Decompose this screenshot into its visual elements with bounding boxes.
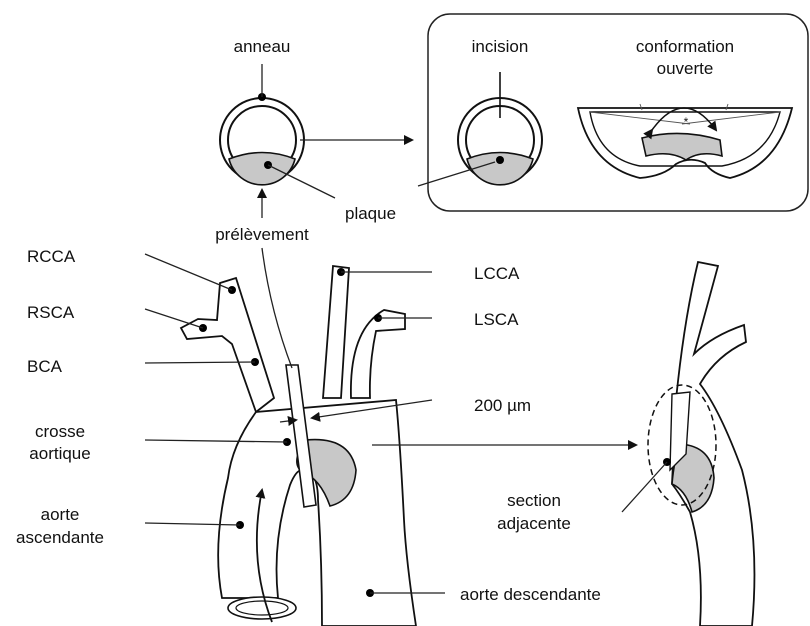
opened-ring: * (578, 104, 792, 178)
label-anneau: anneau (234, 37, 291, 56)
label-thickness: 200 µm (474, 396, 531, 415)
label-aorte-asc-1: aorte (41, 505, 80, 524)
label-prelevement: prélèvement (215, 225, 309, 244)
label-conformation-1: conformation (636, 37, 734, 56)
label-crosse-2: aortique (29, 444, 90, 463)
ring-section (220, 93, 304, 185)
ring-plaque (229, 153, 295, 185)
aortic-arch (181, 248, 416, 626)
label-plaque: plaque (345, 204, 396, 223)
label-section-2: adjacente (497, 514, 571, 533)
label-rsca: RSCA (27, 303, 75, 322)
label-conformation-2: ouverte (657, 59, 714, 78)
label-lsca: LSCA (474, 310, 519, 329)
label-incision: incision (472, 37, 529, 56)
label-bca: BCA (27, 357, 63, 376)
label-aorte-asc-2: ascendante (16, 528, 104, 547)
incised-ring (458, 72, 542, 185)
svg-text:*: * (684, 115, 689, 129)
adjacent-section (622, 262, 754, 626)
label-lcca: LCCA (474, 264, 520, 283)
rsca-leader (145, 309, 203, 328)
label-section-1: section (507, 491, 561, 510)
label-crosse-1: crosse (35, 422, 85, 441)
label-rcca: RCCA (27, 247, 76, 266)
label-aorte-desc: aorte descendante (460, 585, 601, 604)
rcca-leader (145, 254, 232, 290)
